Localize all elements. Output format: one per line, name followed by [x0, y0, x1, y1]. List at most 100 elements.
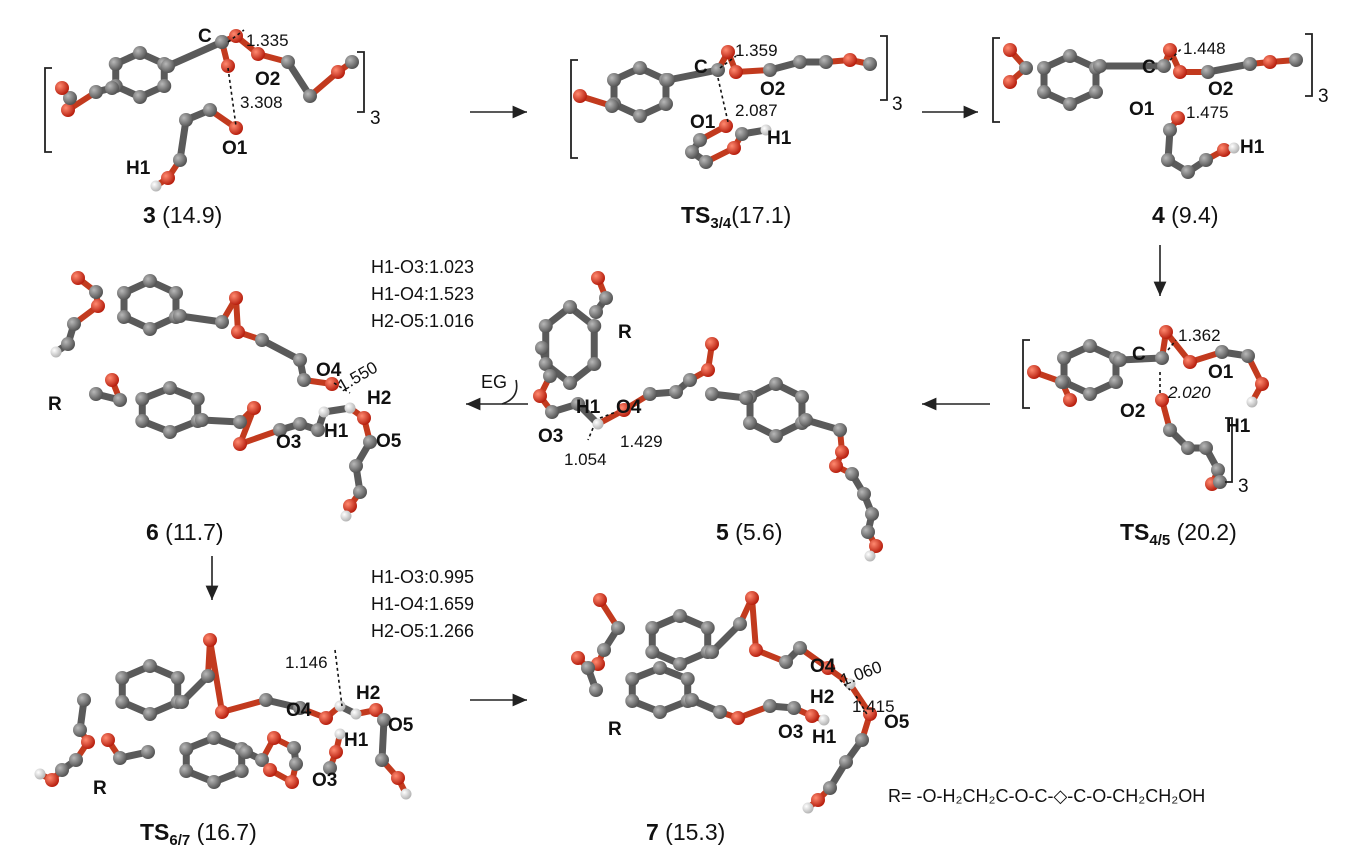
carbon-atom	[201, 669, 215, 683]
carbon-atom	[1157, 59, 1171, 73]
carbon-atom	[259, 693, 273, 707]
molecule-3-model	[55, 29, 359, 192]
distance-label: 2.020	[1167, 383, 1211, 402]
bond	[176, 312, 226, 326]
distance-label: 1.060	[838, 657, 884, 689]
oxygen-atom	[869, 539, 883, 553]
carbon-atom	[605, 99, 619, 113]
hydrogen-atom	[340, 510, 352, 522]
molecule-4-model	[1003, 43, 1303, 179]
carbon-atom	[1063, 97, 1077, 111]
atom-label-r: R	[93, 778, 107, 799]
hydrogen-atom	[592, 418, 604, 430]
carbon-atom	[733, 617, 747, 631]
atom-label-o3: O3	[538, 426, 563, 447]
distance-label: 3.308	[240, 93, 283, 112]
carbon-atom	[179, 113, 193, 127]
structure-4: 3 C 1.448 O2 O1 1.475 H1 4 (9.4)	[992, 33, 1329, 228]
oxygen-atom	[105, 373, 119, 387]
carbon-atom	[680, 672, 695, 686]
note-line: H1-O3:1.023	[371, 257, 474, 277]
carbon-atom	[861, 525, 875, 539]
carbon-atom	[363, 435, 377, 449]
oxygen-atom	[161, 171, 175, 185]
atom-label-o5: O5	[884, 712, 910, 733]
oxygen-atom	[391, 771, 405, 785]
hydrogen-atom	[802, 802, 814, 814]
carbon-atom	[1155, 351, 1169, 365]
carbon-atom	[207, 731, 221, 745]
oxygen-atom	[805, 709, 819, 723]
atom-label-o3: O3	[778, 722, 803, 743]
hydrogen-atom	[318, 406, 330, 418]
structure-caption: 7 (15.3)	[646, 819, 725, 845]
carbon-atom	[61, 337, 75, 351]
hydrogen-atom	[1228, 142, 1240, 154]
carbon-atom	[1163, 123, 1177, 137]
bond	[219, 697, 269, 715]
carbon-atom	[769, 377, 783, 391]
carbon-atom	[1019, 61, 1033, 75]
oxygen-atom	[247, 401, 261, 415]
carbon-atom	[311, 423, 325, 437]
oxygen-atom	[705, 337, 719, 351]
carbon-atom	[113, 751, 127, 765]
carbon-atom	[293, 701, 307, 715]
carbon-atom	[105, 81, 119, 95]
carbon-atom	[233, 415, 247, 429]
note-line: H2-O5:1.016	[371, 311, 474, 331]
structure-6: O4 1.550 H2 H1 O3 O5 R 6 (11.7)	[48, 271, 402, 545]
atom-label-o4: O4	[316, 360, 342, 381]
carbon-atom	[255, 333, 269, 347]
hydrogen-atom	[350, 708, 362, 720]
carbon-atom	[643, 387, 657, 401]
oxygen-atom	[745, 591, 759, 605]
note-line: H1-O3:0.995	[371, 567, 474, 587]
carbon-atom	[1057, 351, 1072, 365]
oxygen-atom	[731, 711, 745, 725]
structure-caption: TS3/4(17.1)	[681, 202, 791, 232]
carbon-atom	[179, 742, 194, 756]
hydrogen-atom	[760, 124, 772, 136]
carbon-atom	[1093, 59, 1107, 73]
oxygen-atom	[229, 291, 243, 305]
carbon-atom	[1113, 353, 1127, 367]
carbon-atom	[69, 753, 83, 767]
carbon-atom	[1108, 375, 1123, 389]
oxygen-atom	[1027, 365, 1041, 379]
carbon-atom	[73, 723, 87, 737]
carbon-atom	[173, 309, 187, 323]
caption-id: TS	[140, 819, 169, 845]
oxygen-atom	[231, 325, 245, 339]
oxygen-atom	[251, 47, 265, 61]
molecule-5-model	[533, 271, 883, 562]
carbon-atom	[625, 672, 640, 686]
carbon-atom	[234, 764, 249, 778]
atom-label-o5: O5	[376, 431, 402, 452]
carbon-atom	[538, 319, 553, 333]
bond	[1116, 354, 1166, 364]
bond	[664, 66, 722, 84]
carbon-atom	[203, 103, 217, 117]
oxygen-atom	[617, 403, 631, 417]
oxygen-atom	[821, 661, 835, 675]
caption-energy: (16.7)	[190, 819, 256, 845]
carbon-atom	[143, 322, 157, 336]
repeat-count: 3	[1318, 86, 1329, 107]
oxygen-atom	[829, 459, 843, 473]
hydrogen-atom	[344, 402, 356, 414]
carbon-atom	[1083, 387, 1097, 401]
carbon-atom	[108, 57, 123, 71]
carbon-atom	[163, 425, 177, 439]
caption-energy: (15.3)	[659, 819, 725, 845]
carbon-atom	[179, 764, 194, 778]
carbon-atom	[289, 757, 303, 771]
hydrogen-atom	[864, 550, 876, 562]
molecule-6-model	[50, 271, 377, 522]
structure-caption: 5 (5.6)	[716, 519, 782, 545]
oxygen-atom	[221, 59, 235, 73]
carbon-atom	[700, 621, 715, 635]
carbon-atom	[135, 392, 150, 406]
bracket-right	[357, 51, 365, 113]
molecule-7-model	[571, 591, 877, 814]
